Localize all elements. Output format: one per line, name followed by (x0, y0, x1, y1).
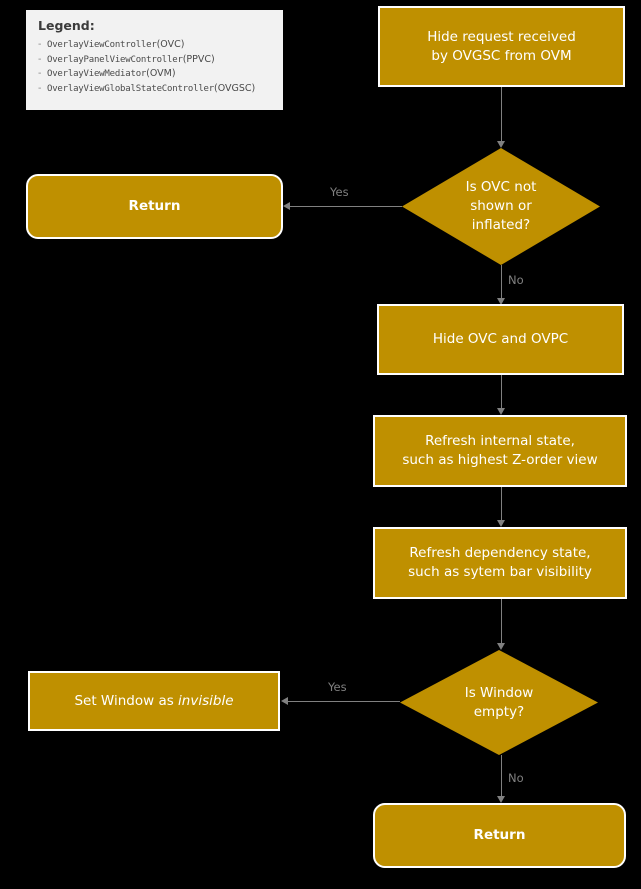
connector-decision-window-yes (288, 701, 400, 702)
node-set-invisible-label: Set Window as invisible (74, 692, 233, 711)
node-start-line2: by OVGSC from OVM (431, 47, 572, 64)
node-decision-window: Is Window empty? (400, 650, 598, 755)
arrowhead-left-icon (281, 697, 288, 705)
node-refresh-internal-line2: such as highest Z-order view (402, 452, 598, 468)
connector-decision-ovc-yes (290, 206, 402, 207)
legend-item: -OverlayViewController(OVC) (38, 38, 271, 53)
legend-item-code: OverlayPanelViewController (47, 54, 183, 65)
arrowhead-down-icon (497, 141, 505, 148)
legend-item-code: OverlayViewController (47, 40, 157, 50)
legend-item-abbr: (PPVC) (182, 53, 215, 65)
node-set-invisible-emphasis: invisible (178, 692, 234, 709)
connector-refresh-internal-to-refresh-dependency (501, 487, 502, 521)
legend-item-abbr: (OVM) (146, 68, 176, 79)
node-refresh-internal-line1: Refresh internal state, (425, 433, 575, 449)
legend-panel: Legend: -OverlayViewController(OVC) -Ove… (26, 10, 283, 110)
connector-decision-ovc-no (501, 265, 502, 301)
arrowhead-left-icon (283, 202, 290, 210)
arrowhead-down-icon (497, 796, 505, 803)
node-decision-ovc-label: Is OVC not shown or inflated? (430, 178, 573, 235)
connector-start-to-decision-ovc (501, 87, 502, 142)
node-decision-ovc-line3: inflated? (471, 217, 531, 233)
node-refresh-dependency-line1: Refresh dependency state, (409, 545, 591, 561)
legend-bullet-icon: - (38, 39, 42, 50)
node-return-early-label: Return (128, 198, 181, 214)
legend-title: Legend: (38, 18, 95, 33)
legend-item: -OverlayViewGlobalStateController(OVGSC) (38, 82, 271, 97)
legend-bullet-icon: - (38, 68, 42, 79)
node-set-invisible-prefix: Set Window as (74, 692, 179, 709)
arrowhead-down-icon (497, 520, 505, 527)
edge-label-window-no: No (508, 771, 524, 785)
node-start-line1: Hide request received (427, 28, 576, 45)
node-decision-window-line2: empty? (473, 703, 525, 720)
legend-item-abbr: (OVGSC) (214, 82, 256, 94)
legend-item: -OverlayViewMediator(OVM) (38, 67, 271, 82)
node-return-end-label: Return (473, 827, 526, 843)
legend-bullet-icon: - (38, 53, 42, 65)
node-refresh-internal: Refresh internal state, such as highest … (373, 415, 627, 487)
node-refresh-dependency-line2: such as sytem bar visibility (408, 564, 592, 580)
connector-refresh-dependency-to-decision-window (501, 599, 502, 644)
legend-item-code: OverlayViewMediator (47, 69, 147, 79)
connector-hide-ovc-to-refresh-internal (501, 375, 502, 409)
arrowhead-down-icon (497, 643, 505, 650)
arrowhead-down-icon (497, 298, 505, 305)
legend-item: -OverlayPanelViewController(PPVC) (38, 53, 271, 68)
node-decision-ovc: Is OVC not shown or inflated? (402, 148, 600, 265)
node-refresh-dependency: Refresh dependency state, such as sytem … (373, 527, 627, 599)
node-decision-ovc-line1: Is OVC not (465, 179, 537, 195)
legend-bullet-icon: - (38, 82, 42, 94)
node-hide-ovc-label: Hide OVC and OVPC (432, 331, 569, 347)
legend-item-code: OverlayViewGlobalStateController (47, 83, 214, 94)
node-decision-window-label: Is Window empty? (428, 684, 571, 722)
edge-label-window-yes: Yes (328, 680, 347, 694)
node-return-early: Return (26, 174, 283, 239)
edge-label-ovc-yes: Yes (330, 185, 349, 199)
legend-list: -OverlayViewController(OVC) -OverlayPane… (38, 38, 271, 96)
node-set-invisible: Set Window as invisible (28, 671, 280, 731)
legend-item-abbr: (OVC) (156, 39, 185, 50)
node-return-end: Return (373, 803, 626, 868)
node-start: Hide request received by OVGSC from OVM (378, 6, 625, 87)
connector-decision-window-no (501, 755, 502, 797)
edge-label-ovc-no: No (508, 273, 524, 287)
node-decision-ovc-line2: shown or (470, 198, 532, 214)
node-decision-window-line1: Is Window (464, 684, 534, 701)
node-hide-ovc: Hide OVC and OVPC (377, 304, 624, 375)
arrowhead-down-icon (497, 408, 505, 415)
